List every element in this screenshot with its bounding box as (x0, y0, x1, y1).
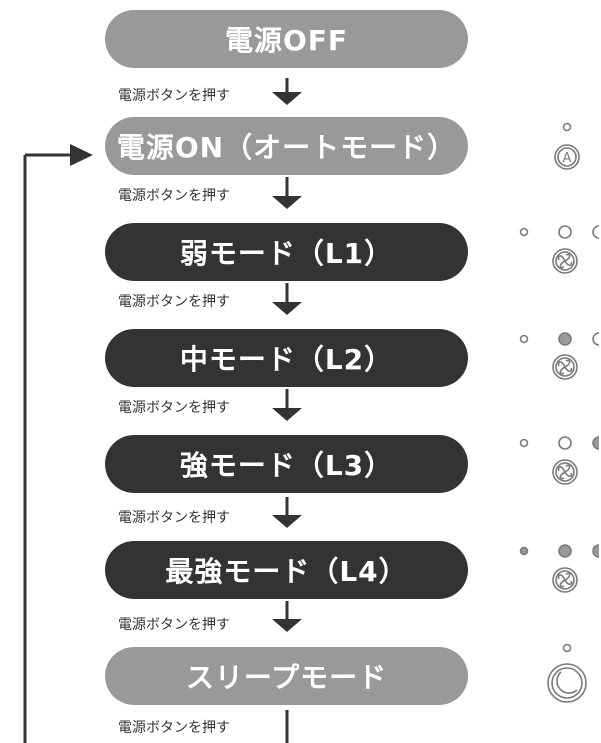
lamp-icon (592, 544, 600, 558)
indicator-auto: A (554, 122, 580, 170)
indicator-l3 (519, 436, 600, 485)
lamp-icon (558, 225, 572, 239)
transition-label: 電源ボタンを押す (118, 510, 230, 526)
svg-text:A: A (563, 151, 572, 166)
indicator-l1 (519, 225, 600, 274)
lamp-icon (558, 544, 572, 558)
loop-back-arrow (23, 144, 93, 743)
down-arrow (272, 177, 302, 209)
indicator-l2 (519, 332, 600, 380)
lamp-icon (562, 643, 572, 653)
step-sleep: スリープモード (105, 647, 468, 705)
fan-icon (552, 248, 578, 274)
moon-icon (547, 663, 587, 703)
down-arrow (272, 78, 302, 105)
transition-label: 電源ボタンを押す (118, 294, 230, 310)
lamp-icon (519, 546, 529, 556)
down-arrow (272, 497, 302, 528)
step-power-on-auto: 電源ON（オートモード） (105, 117, 468, 175)
lamp-icon (562, 122, 572, 132)
lamp-icon (592, 225, 600, 239)
lamp-icon (519, 334, 529, 344)
lamp-icon (519, 227, 529, 237)
lamp-icon (592, 332, 600, 346)
lamp-icon (592, 436, 600, 450)
transition-label: 電源ボタンを押す (118, 400, 230, 416)
transition-label: 電源ボタンを押す (118, 88, 230, 104)
lamp-icon (558, 436, 572, 450)
fan-icon (552, 354, 578, 380)
auto-mode-icon: A (554, 144, 580, 170)
step-weak-l1: 弱モード（L1） (105, 223, 468, 281)
down-arrow (272, 601, 302, 632)
fan-icon (552, 459, 578, 485)
lamp-icon (519, 438, 529, 448)
indicator-l4 (519, 544, 600, 593)
down-arrow (272, 283, 302, 315)
transition-label: 電源ボタンを押す (118, 188, 230, 204)
fan-icon (552, 567, 578, 593)
down-arrow (272, 389, 302, 421)
step-strongest-l4: 最強モード（L4） (105, 541, 468, 599)
step-medium-l2: 中モード（L2） (105, 329, 468, 387)
transition-label: 電源ボタンを押す (118, 617, 230, 633)
step-strong-l3: 強モード（L3） (105, 435, 468, 493)
transition-label: 電源ボタンを押す (118, 720, 230, 736)
step-power-off: 電源OFF (105, 10, 468, 68)
lamp-icon (558, 332, 572, 346)
indicator-sleep (547, 643, 587, 703)
